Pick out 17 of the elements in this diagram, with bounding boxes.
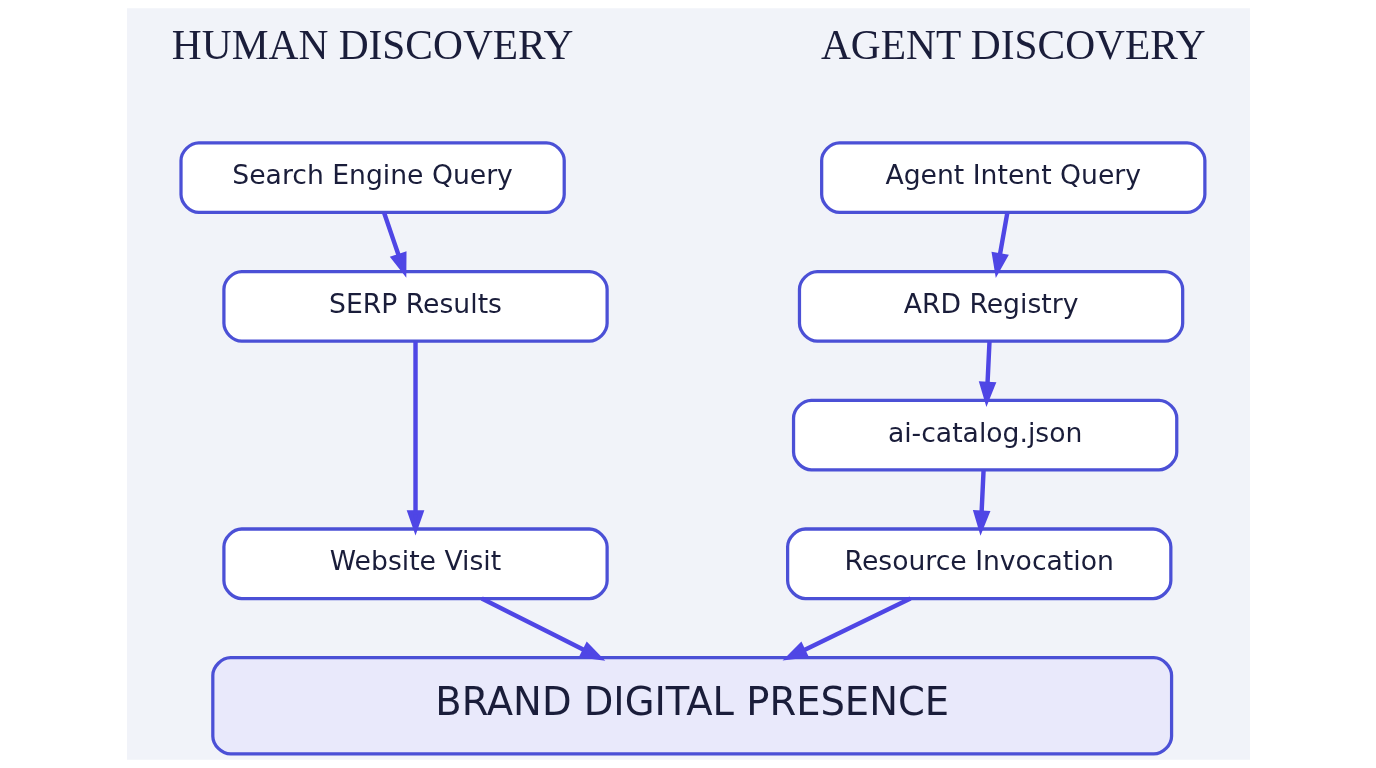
arrow [406, 341, 424, 536]
arrow [978, 341, 996, 407]
arrow [782, 596, 911, 661]
node-box: BRAND DIGITAL PRESENCE [210, 656, 1173, 756]
node-box: ai-catalog.json [791, 398, 1178, 472]
arrow [972, 470, 990, 536]
arrow [480, 596, 605, 661]
label: AGENT DISCOVERY [820, 22, 1206, 69]
arrow [381, 212, 406, 278]
arrow [991, 212, 1009, 279]
node-box: ARD Registry [797, 269, 1184, 343]
node-box: SERP Results [221, 269, 609, 343]
node-box: Resource Invocation [785, 527, 1172, 601]
node-box: Agent Intent Query [819, 141, 1206, 214]
label: HUMAN DISCOVERY [171, 22, 573, 69]
node-box: Search Engine Query [178, 141, 566, 214]
node-box: Website Visit [221, 527, 609, 601]
